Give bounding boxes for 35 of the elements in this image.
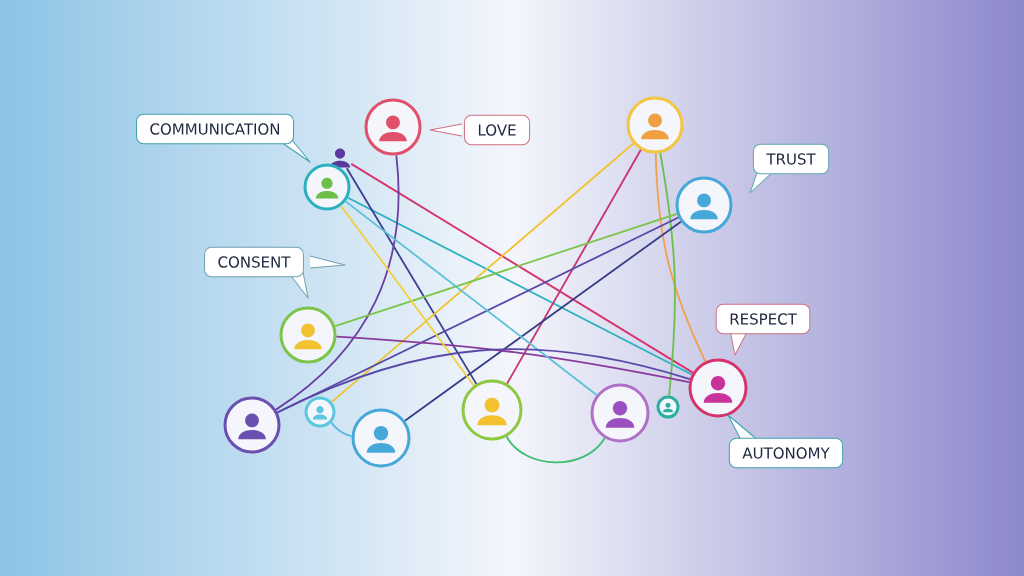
speech-bubble: AUTONOMY bbox=[727, 414, 844, 469]
connecting-line bbox=[330, 142, 635, 403]
connecting-line bbox=[334, 213, 678, 327]
connecting-line bbox=[345, 167, 478, 385]
connecting-line bbox=[276, 216, 680, 414]
connecting-line bbox=[404, 220, 682, 422]
person-icon bbox=[223, 396, 281, 454]
connecting-line bbox=[654, 152, 707, 363]
person-icon bbox=[590, 383, 650, 443]
speech-bubble: CONSENT bbox=[204, 246, 346, 299]
person-icon bbox=[351, 408, 411, 468]
speech-bubble: TRUST bbox=[749, 143, 830, 194]
connecting-line bbox=[505, 435, 606, 464]
connecting-line bbox=[506, 148, 642, 385]
connecting-line bbox=[275, 154, 400, 411]
person-icon bbox=[626, 96, 684, 154]
speech-bubble: RESPECT bbox=[715, 303, 811, 356]
connecting-line bbox=[350, 163, 694, 374]
person-icon bbox=[279, 306, 337, 364]
person-icon bbox=[461, 379, 523, 441]
connecting-line bbox=[344, 200, 598, 396]
connecting-line bbox=[340, 205, 475, 387]
person-icon bbox=[303, 163, 351, 211]
speech-bubble: LOVE bbox=[429, 114, 531, 146]
connecting-line bbox=[347, 196, 693, 376]
connecting-line bbox=[335, 335, 690, 384]
speech-bubble: COMMUNICATION bbox=[136, 113, 311, 163]
person-icon bbox=[656, 395, 680, 419]
person-icon bbox=[304, 396, 336, 428]
connecting-line bbox=[330, 421, 353, 438]
person-icon bbox=[675, 176, 733, 234]
person-icon bbox=[688, 358, 748, 418]
connecting-line bbox=[659, 152, 676, 397]
person-icon bbox=[364, 98, 422, 156]
connecting-line bbox=[276, 348, 691, 414]
